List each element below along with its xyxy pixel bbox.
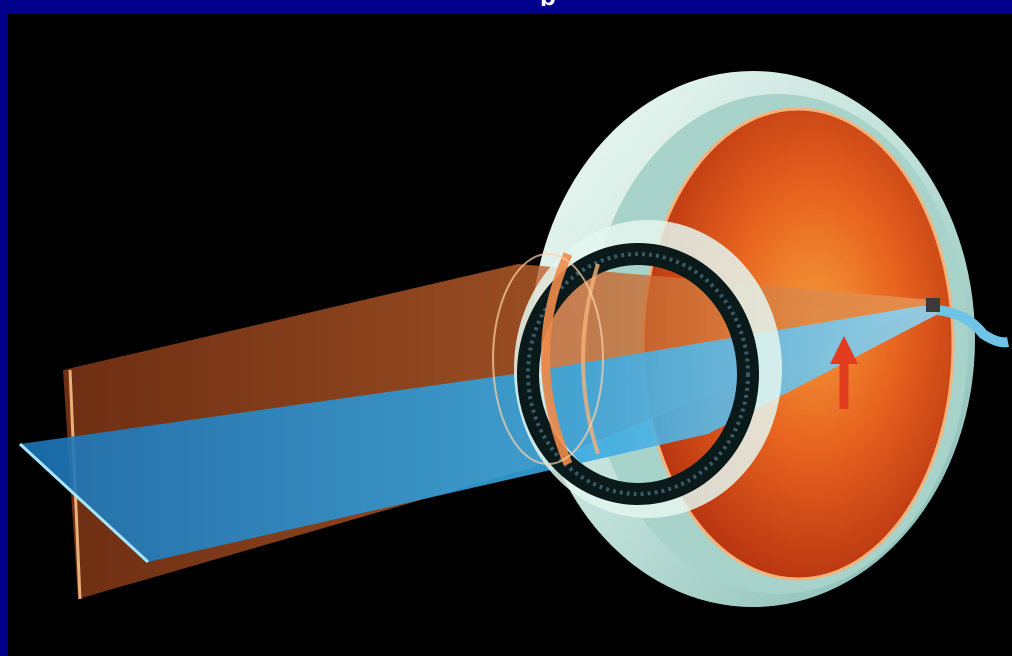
- eye-diagram-graphic: [8, 14, 1012, 656]
- eye-illustration: [8, 14, 1012, 656]
- slide-title-fragment: p: [540, 0, 556, 6]
